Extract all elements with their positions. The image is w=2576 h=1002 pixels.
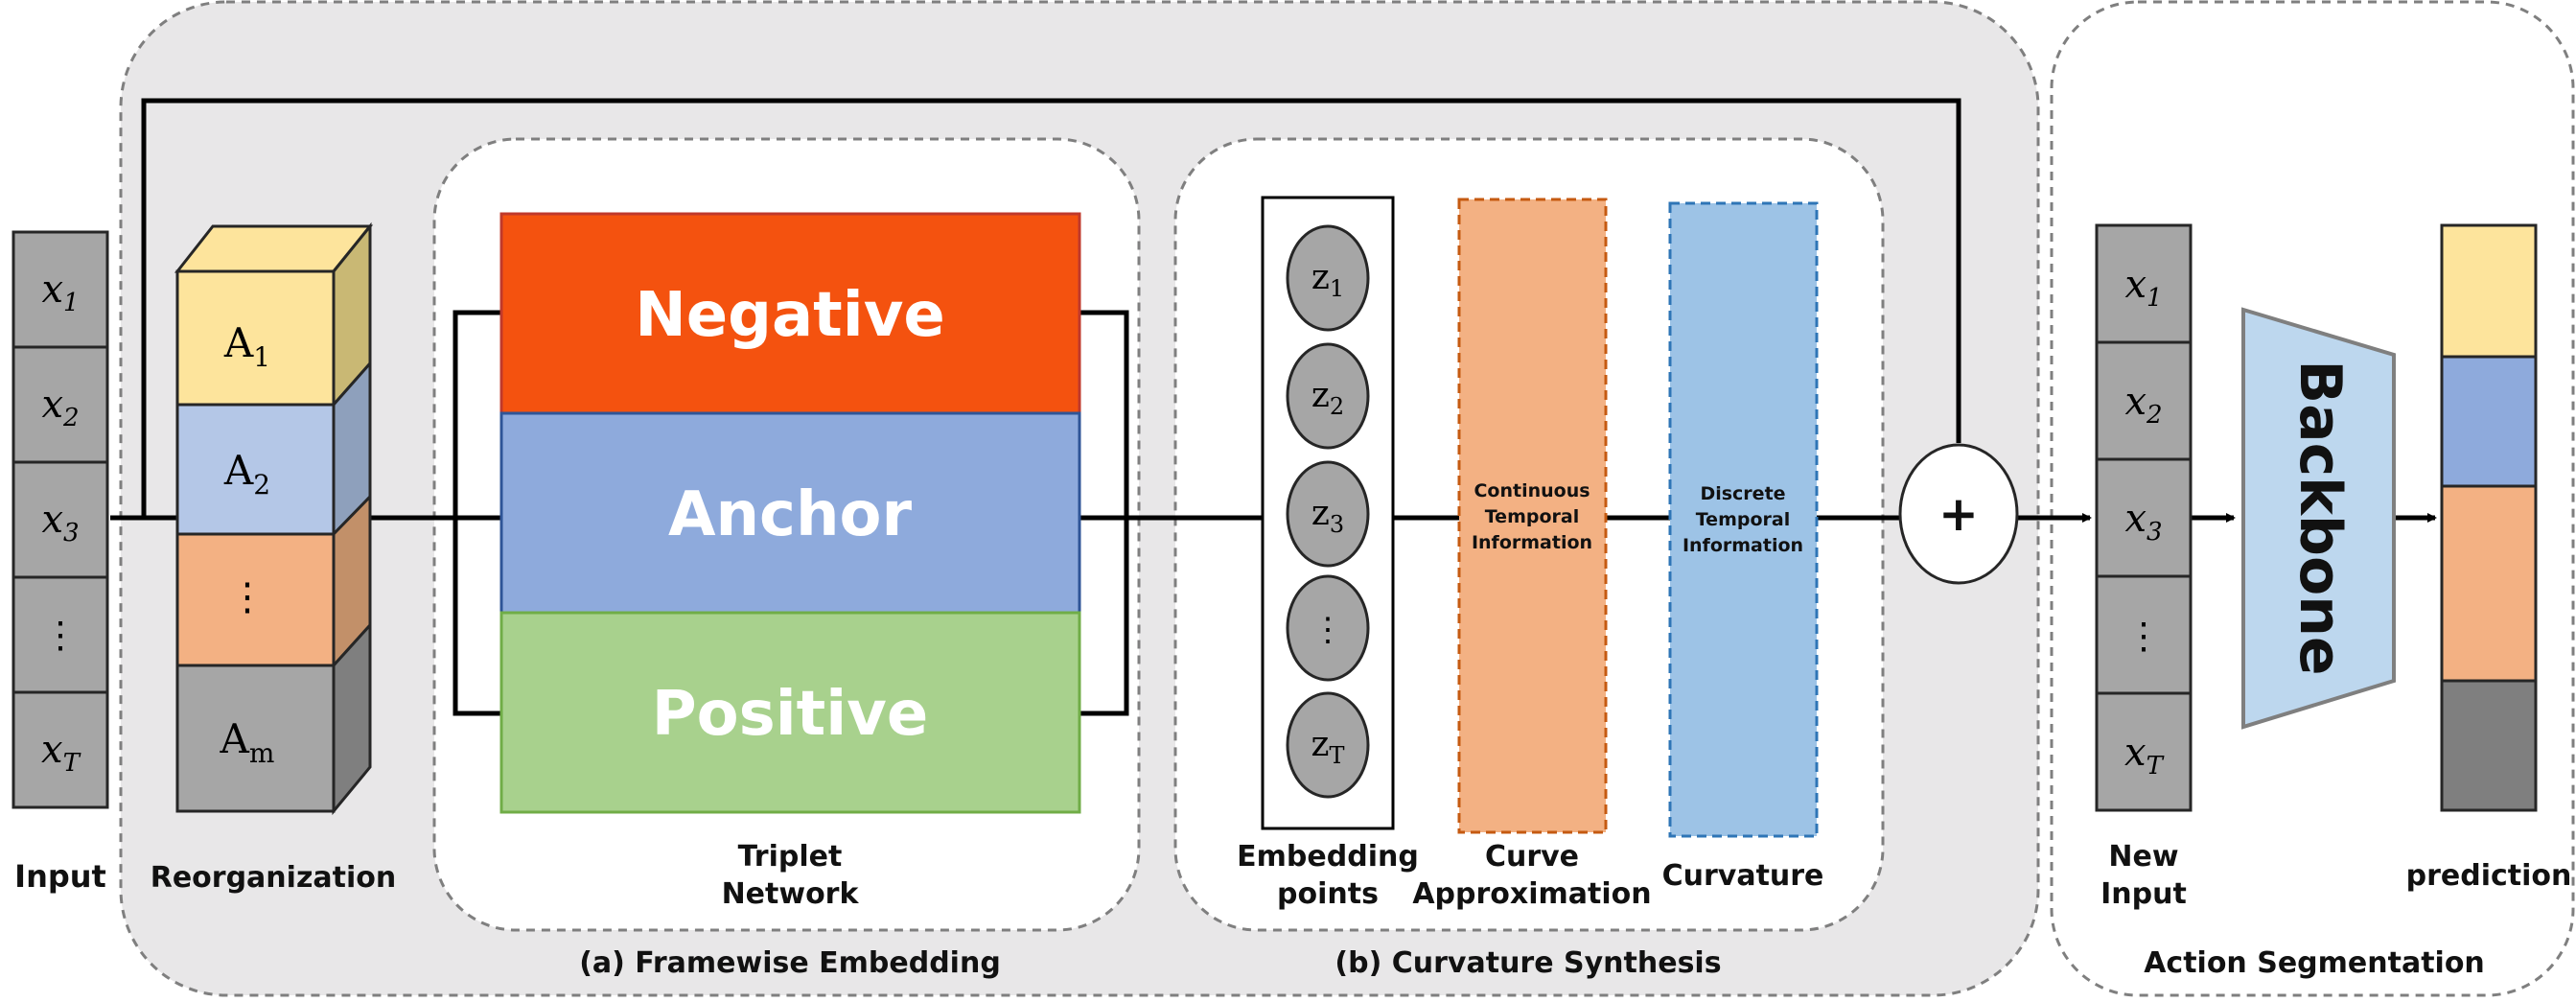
reorg-cell-label: ⋮ (228, 575, 267, 619)
prediction-column (2440, 223, 2538, 812)
embedding-point-label: zT (1311, 725, 1345, 769)
new-input-label-line1: New (2108, 840, 2178, 874)
reorg-cell (175, 269, 336, 407)
new-input-cell (2095, 691, 2193, 812)
embedding-point (1286, 574, 1370, 682)
embedding-point-label: z1 (1311, 258, 1344, 302)
input-label: Input (14, 858, 106, 895)
input-cell (12, 230, 109, 349)
input-cell-label: ⋮ (42, 614, 79, 656)
reorganization-label: Reorganization (151, 861, 397, 895)
embedding-points: z1 z2 z3 ⋮ zT (1286, 224, 1370, 799)
input-cell-label: x3 (41, 498, 79, 548)
skip-connection (141, 98, 1961, 518)
triplet-left-bracket (453, 310, 501, 716)
backbone-text: Backbone (2286, 360, 2354, 675)
prediction-segment (2440, 355, 2538, 488)
backbone-block (2241, 307, 2396, 730)
embedding-point (1286, 342, 1370, 450)
reorg-cell (175, 664, 336, 813)
curvature-synthesis-caption: (b) Curvature Synthesis (1334, 946, 1721, 980)
new-input-cell-label: xT (2124, 731, 2165, 781)
new-input-cell (2095, 340, 2193, 461)
input-cell-label: xT (41, 728, 81, 778)
input-cell-label: x1 (41, 268, 79, 317)
curve-box-line2: Temporal (1485, 506, 1579, 527)
embedding-point-label: ⋮ (1311, 611, 1344, 649)
reorganization-stack: A1 A2 ⋮ Am (174, 221, 374, 816)
curvature-box-line3: Information (1683, 535, 1803, 556)
curve-box-line1: Continuous (1474, 480, 1590, 501)
embedding-point (1286, 691, 1370, 799)
input-cell (12, 575, 109, 694)
curve-approximation-box (1457, 198, 1608, 834)
addition-node (1898, 443, 2019, 585)
curvature-box-line1: Discrete (1700, 483, 1785, 504)
action-segmentation-caption: Action Segmentation (2144, 946, 2485, 980)
reorg-cell (175, 532, 336, 667)
embedding-label-line2: points (1277, 877, 1379, 911)
input-column: x1 x2 x3 ⋮ xT (12, 230, 109, 809)
new-input-cell-label: x1 (2124, 263, 2162, 313)
embedding-point (1286, 224, 1370, 332)
embedding-label-line1: Embedding (1237, 840, 1419, 874)
curvature-box (1668, 201, 1819, 838)
input-cell (12, 690, 109, 809)
curve-box-line3: Information (1472, 532, 1592, 553)
negative-bar (499, 212, 1081, 415)
embedding-point-label: z3 (1311, 494, 1344, 538)
anchor-text: Anchor (668, 479, 913, 550)
new-input-cell-label: ⋮ (2125, 615, 2162, 657)
triplet-right-bracket (1079, 310, 1129, 716)
reorg-cell (175, 403, 336, 536)
embedding-point-label: z2 (1311, 376, 1344, 420)
embedding-point (1286, 460, 1370, 568)
new-input-cell (2095, 574, 2193, 695)
negative-text: Negative (635, 280, 945, 351)
new-input-cell-label: x2 (2124, 380, 2162, 430)
positive-text: Positive (652, 679, 929, 750)
triplet-label-line1: Triplet (738, 840, 843, 874)
reorg-cell-label: A2 (223, 447, 270, 501)
prediction-label: prediction (2406, 859, 2572, 893)
curvature-label: Curvature (1662, 859, 1824, 893)
curvature-box-line2: Temporal (1696, 509, 1790, 530)
anchor-bar (499, 411, 1081, 615)
new-input-cell (2095, 457, 2193, 578)
new-input-cell (2095, 223, 2193, 344)
prediction-segment (2440, 223, 2538, 359)
framewise-embedding-caption: (a) Framewise Embedding (579, 946, 1001, 980)
plus-icon: + (1938, 486, 1979, 542)
reorg-cell-label: A1 (223, 319, 270, 373)
input-cell (12, 460, 109, 579)
prediction-segment (2440, 484, 2538, 683)
reorg-cell-label: Am (220, 715, 275, 769)
input-cell (12, 345, 109, 464)
triplet-label-line2: Network (722, 877, 860, 911)
new-input-cell-label: x3 (2124, 497, 2162, 547)
curve-label-line2: Approximation (1412, 877, 1651, 911)
positive-bar (499, 611, 1081, 814)
new-input-label-line2: Input (2100, 877, 2187, 911)
new-input-column: x1 x2 x3 ⋮ xT (2095, 223, 2193, 812)
prediction-segment (2440, 679, 2538, 812)
curve-label-line1: Curve (1485, 840, 1579, 874)
input-cell-label: x2 (41, 383, 79, 432)
